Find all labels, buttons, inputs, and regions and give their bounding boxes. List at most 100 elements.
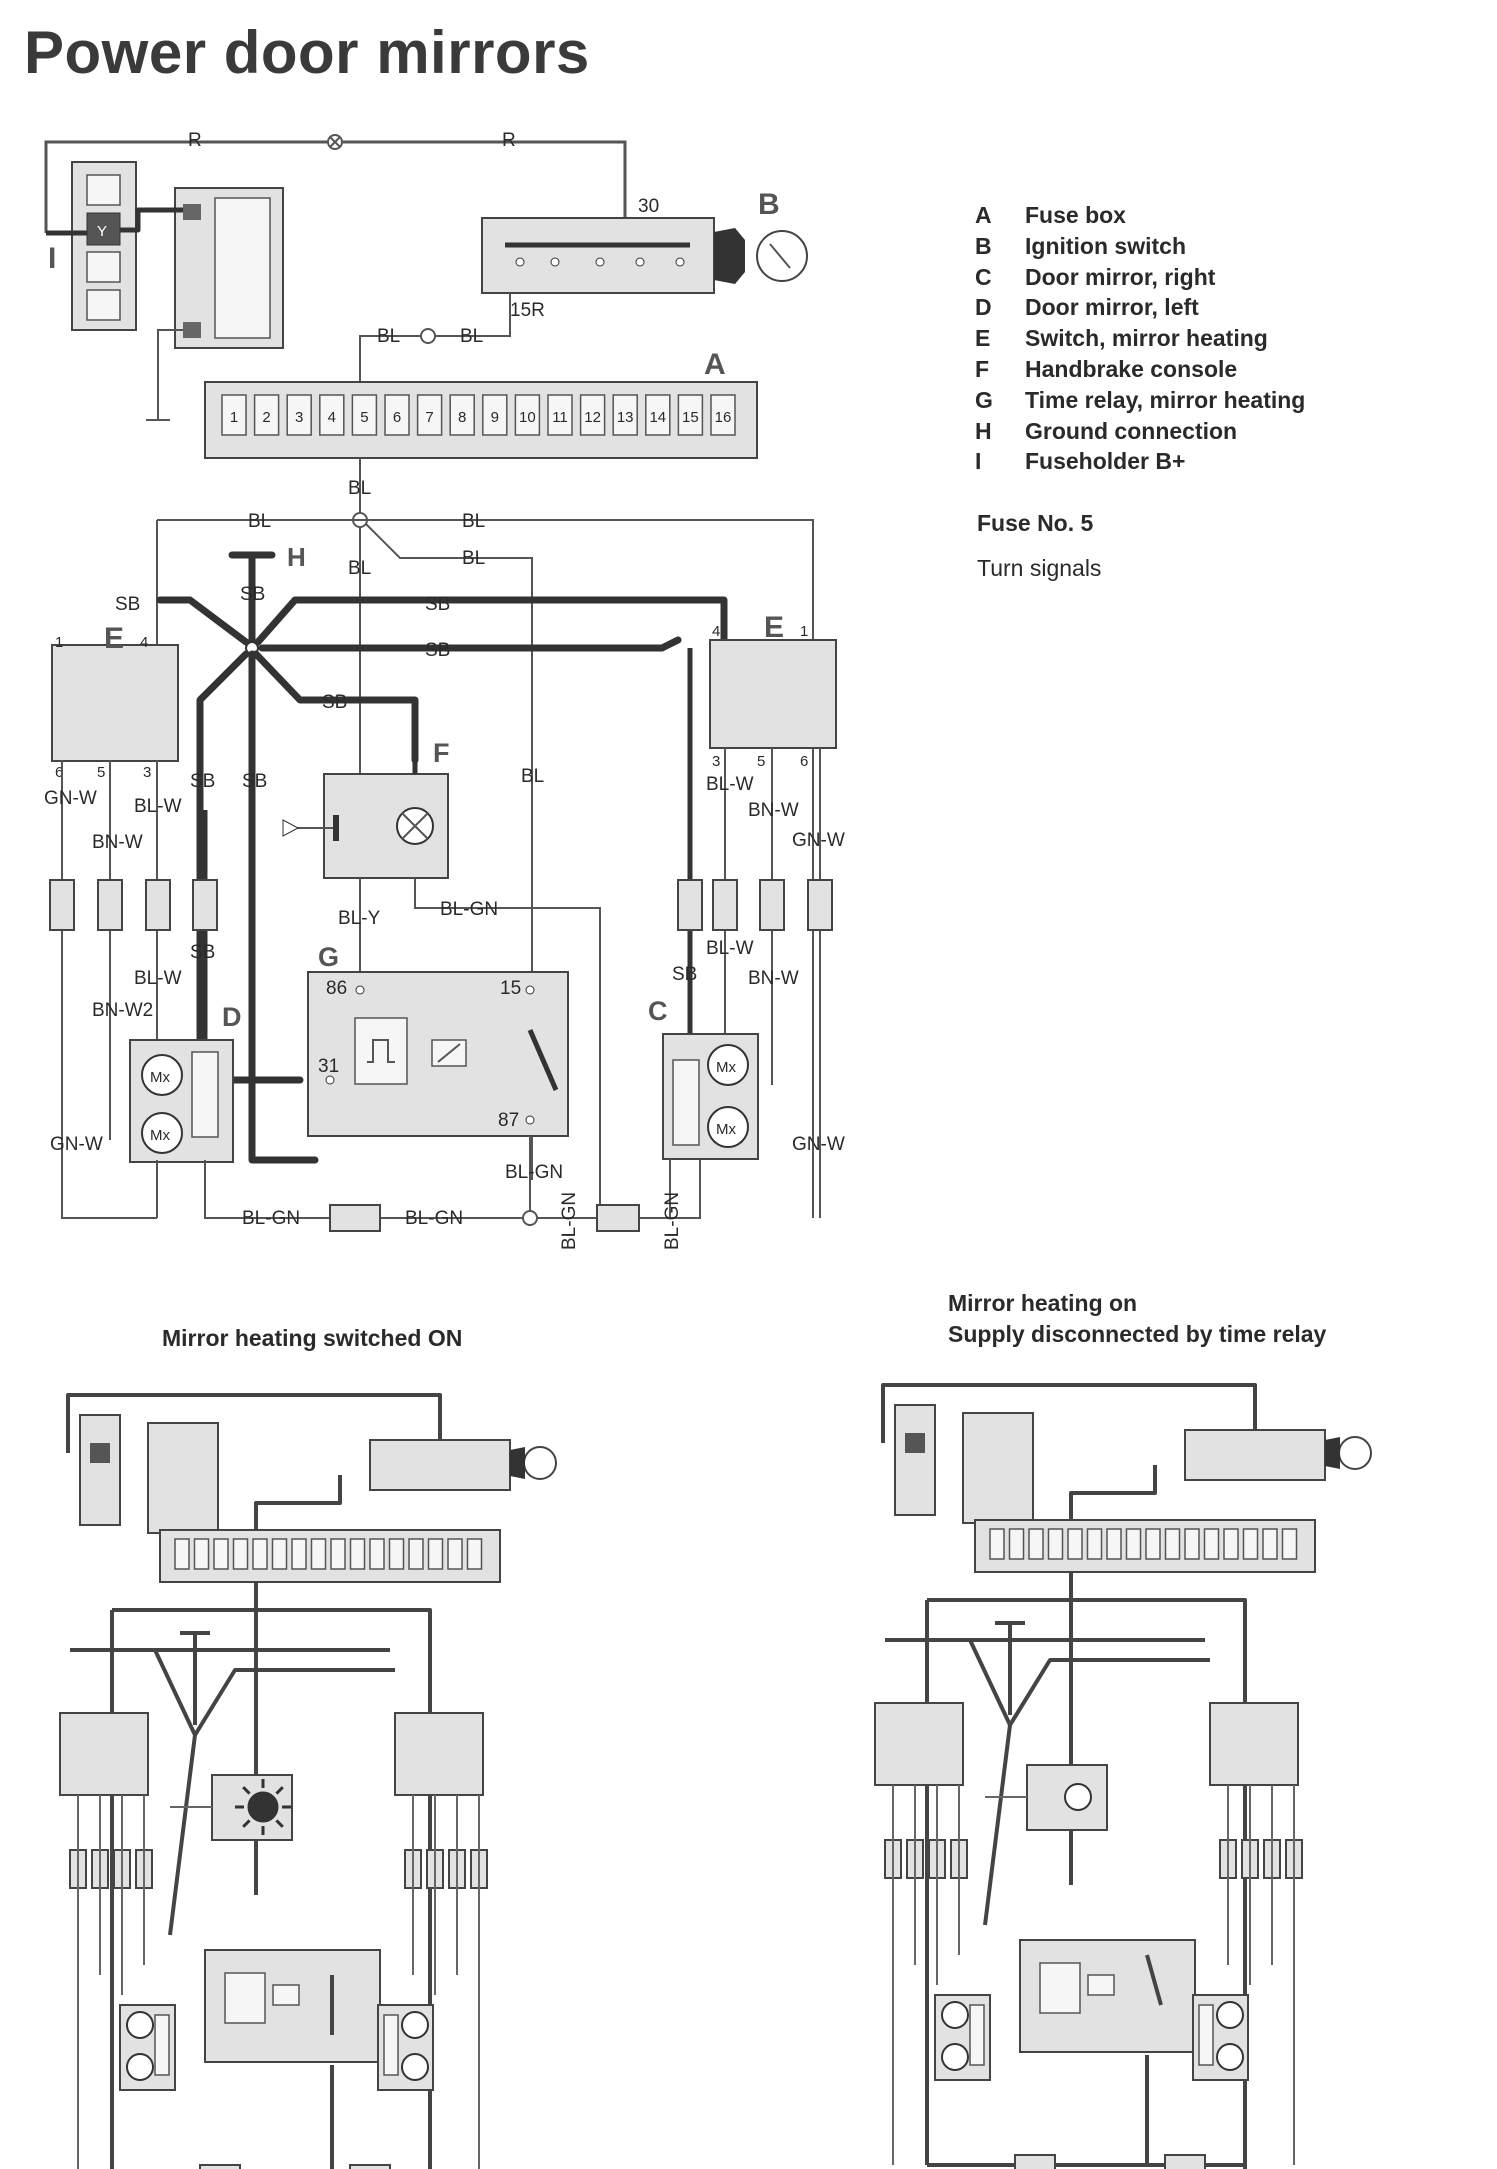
wire-code-gn-w: GN-W (44, 788, 97, 809)
battery (174, 187, 284, 349)
diagram-heating-switched-on (59, 1393, 557, 2169)
label-e: E (764, 611, 784, 644)
label-e: E (104, 622, 124, 655)
wire-code-bl-w: BL-W (134, 796, 182, 817)
fuse-number: 9 (491, 409, 499, 426)
fuse-cell (384, 394, 410, 436)
legend-label: Fuseholder B+ (1025, 448, 1186, 475)
pin: 1 (800, 623, 808, 640)
legend-label: Fuse box (1025, 202, 1126, 228)
fuse-cell (482, 394, 508, 436)
fuse-number: 16 (715, 409, 732, 426)
fuse-number: 10 (519, 409, 536, 426)
legend-label: Handbrake console (1025, 355, 1238, 382)
fuse-number: 8 (458, 409, 466, 426)
legend-key: I (975, 448, 982, 475)
wire-code-sb: SB (240, 584, 265, 605)
fuse-number: 15 (682, 409, 699, 426)
fuse-number: 6 (393, 409, 401, 426)
fuse-cell (579, 394, 606, 436)
fuse-cell (351, 394, 378, 436)
connector-blocks-left (49, 879, 218, 931)
wire-code-bl-y: BL-Y (338, 908, 381, 929)
wire-code-bl-w: BL-W (706, 774, 754, 795)
label-f: F (433, 738, 450, 768)
wire-code-sb: SB (190, 942, 215, 963)
legend-row: F Handbrake console (975, 356, 1305, 387)
fuse-cell (645, 394, 671, 436)
fuse-cell (677, 394, 704, 436)
pin: 6 (800, 753, 808, 770)
legend-key: B (975, 232, 992, 259)
wire-code-bl: BL (462, 548, 485, 569)
fuse-number: 5 (360, 409, 368, 426)
legend-key: A (975, 202, 992, 228)
wire-code-bn-w: BN-W (748, 800, 799, 821)
legend-key: C (975, 263, 992, 290)
door-mirror-right: Mx Mx C (648, 996, 759, 1160)
fuse-number: 7 (425, 409, 433, 426)
wire-code-sb: SB (425, 594, 450, 615)
legend-row: A Fuse box (975, 202, 1305, 233)
wire-code-bl-gn: BL-GN (440, 899, 498, 920)
diagram-supply-disconnected (874, 1383, 1372, 2169)
legend-key: G (975, 386, 993, 413)
caption-heating-disconnected-1: Mirror heating on (948, 1290, 1138, 1316)
legend-key: F (975, 355, 990, 382)
pin: 4 (140, 634, 148, 651)
wire-code-bn-w: BN-W (92, 832, 143, 853)
wire-code-bl-w: BL-W (706, 938, 754, 959)
label-a: A (704, 348, 726, 381)
fuse-cell (286, 394, 312, 436)
svg-text:Y: Y (97, 223, 107, 240)
handbrake-console: F (282, 738, 450, 879)
pin: 3 (143, 764, 151, 781)
wire-code-bl: BL (348, 478, 371, 499)
caption-heating-on: Mirror heating switched ON (162, 1325, 463, 1351)
fuse-number: Fuse No. 5 (977, 510, 1094, 536)
fuse-function: Turn signals (977, 555, 1102, 581)
wire-code-bl: BL (521, 766, 544, 787)
terminal-87: 87 (498, 1110, 519, 1131)
pin: 3 (712, 753, 720, 770)
wire-code-sb: SB (242, 771, 267, 792)
page-title: Power door mirrors (24, 19, 590, 86)
legend-label: Door mirror, right (1025, 263, 1216, 290)
fuse-cell (319, 394, 345, 436)
pin: 5 (757, 753, 765, 770)
label-b: B (758, 188, 780, 221)
fuse-number: 2 (262, 409, 270, 426)
fuse-number: 11 (552, 409, 568, 426)
switch-mirror-heating-left: E 1 4 6 5 3 (51, 622, 179, 781)
label-d: D (222, 1002, 242, 1032)
wire-code-bn-w2: BN-W2 (92, 1000, 153, 1021)
fuseholder-b-plus: Y I (48, 161, 137, 331)
wire-code-bl: BL (348, 558, 371, 579)
fuse-note: Fuse No. 5 Turn signals (977, 510, 1101, 582)
fuse-cell (612, 394, 638, 436)
wire-code-bl: BL (377, 326, 400, 347)
wire-code-bl-gn: BL-GN (662, 1192, 683, 1250)
motor-label: Mx (716, 1121, 736, 1138)
legend-key: E (975, 325, 991, 352)
wire-code-sb: SB (115, 594, 140, 615)
motor-label: Mx (150, 1069, 170, 1086)
connector-blocks-right (677, 879, 833, 931)
wire-code-bl: BL (248, 511, 271, 532)
fuse-cell (221, 394, 247, 436)
label-i: I (48, 242, 56, 275)
motor-label: Mx (150, 1127, 170, 1144)
wire-code-r: R (188, 130, 202, 151)
wire-code-sb: SB (322, 692, 347, 713)
fuse-cell (710, 394, 736, 436)
wire-code-sb: SB (425, 640, 450, 661)
wire-code-bl-gn: BL-GN (559, 1192, 580, 1250)
label-g: G (318, 942, 339, 972)
